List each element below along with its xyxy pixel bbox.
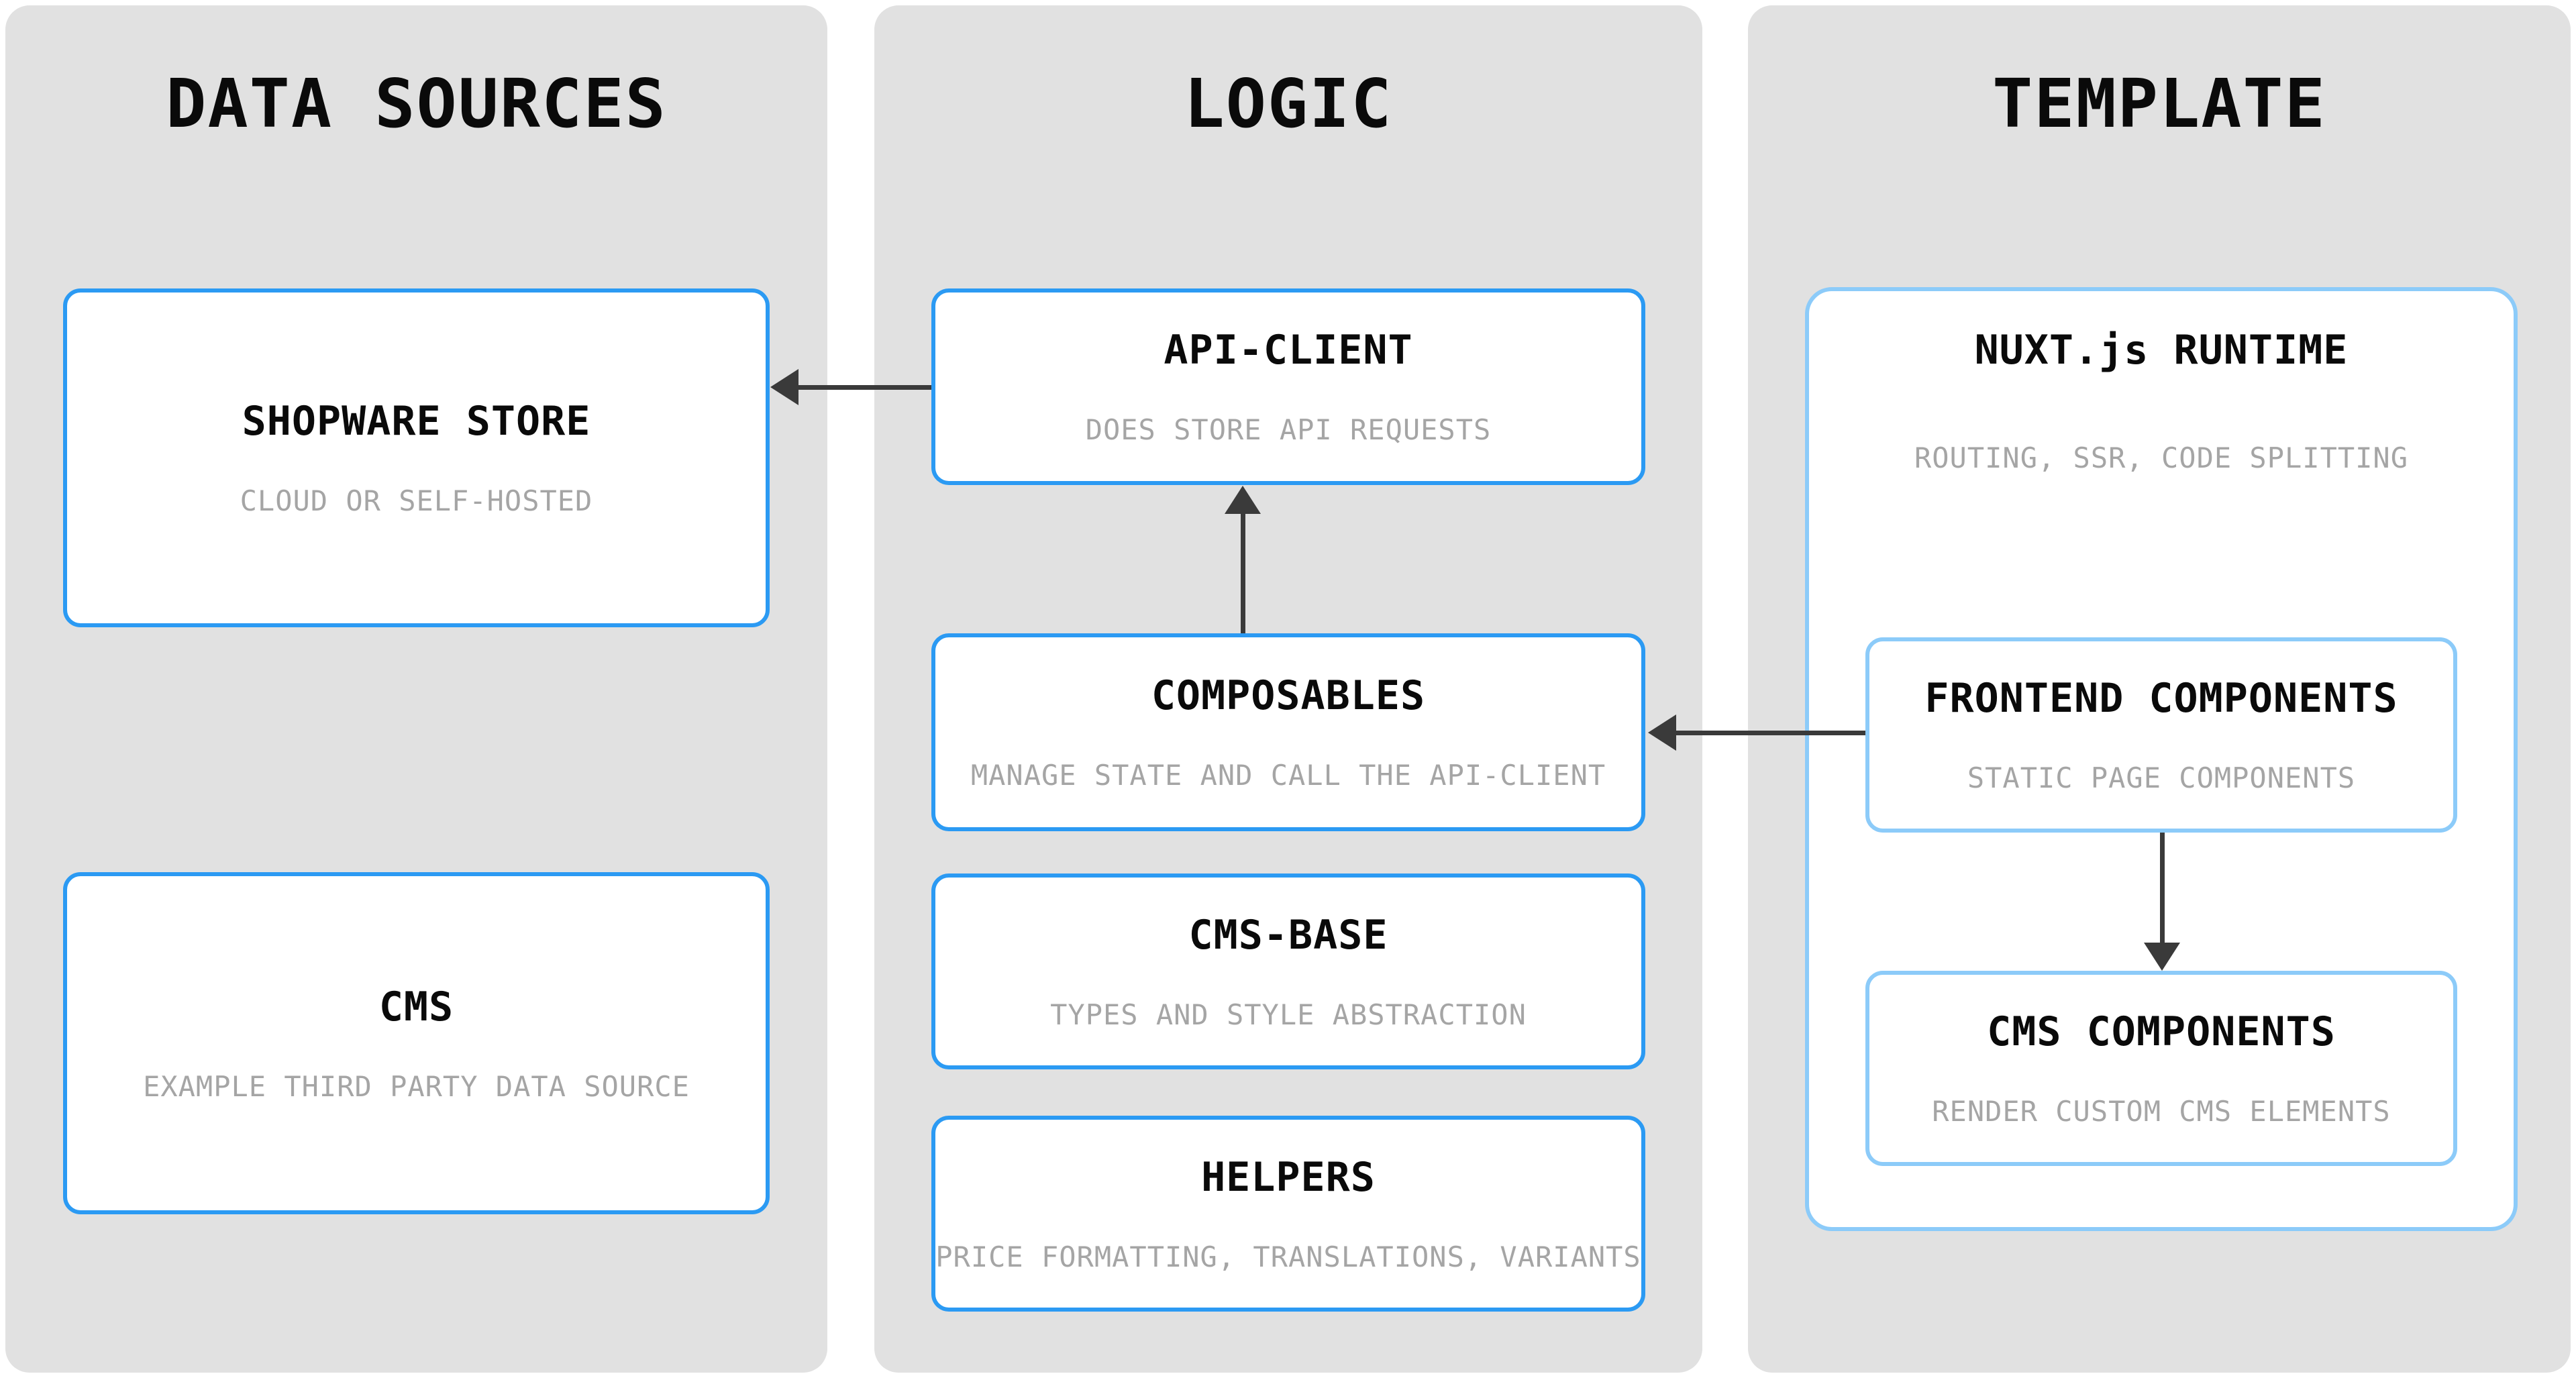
box-helpers: HELPERS PRICE FORMATTING, TRANSLATIONS, … — [931, 1116, 1645, 1312]
box-composables-subtitle: MANAGE STATE AND CALL THE API-CLIENT — [970, 759, 1606, 792]
arrowhead-left-icon — [1648, 714, 1676, 751]
box-frontend-components: FRONTEND COMPONENTS STATIC PAGE COMPONEN… — [1865, 637, 2457, 833]
box-shopware-store: SHOPWARE STORE CLOUD OR SELF-HOSTED — [63, 288, 770, 627]
box-cms-base-subtitle: TYPES AND STYLE ABSTRACTION — [1050, 998, 1527, 1031]
box-cms-components-title: CMS COMPONENTS — [1987, 1008, 2336, 1056]
column-title-logic: LOGIC — [1184, 64, 1393, 143]
box-frontend-components-title: FRONTEND COMPONENTS — [1924, 675, 2398, 723]
box-helpers-title: HELPERS — [1201, 1153, 1376, 1201]
box-cms: CMS EXAMPLE THIRD PARTY DATA SOURCE — [63, 872, 770, 1214]
arrowhead-left-icon — [770, 369, 798, 405]
box-nuxt-runtime-subtitle: ROUTING, SSR, CODE SPLITTING — [1914, 441, 2408, 474]
box-cms-components-subtitle: RENDER CUSTOM CMS ELEMENTS — [1932, 1095, 2391, 1128]
box-api-client-subtitle: DOES STORE API REQUESTS — [1085, 413, 1492, 447]
box-frontend-components-subtitle: STATIC PAGE COMPONENTS — [1967, 761, 2356, 795]
box-cms-base-title: CMS-BASE — [1188, 911, 1388, 959]
box-cms-components: CMS COMPONENTS RENDER CUSTOM CMS ELEMENT… — [1865, 971, 2457, 1166]
box-shopware-store-title: SHOPWARE STORE — [242, 398, 591, 445]
arrow-line — [2160, 833, 2165, 944]
box-composables-title: COMPOSABLES — [1151, 672, 1426, 720]
arrow-line — [1241, 511, 1245, 633]
arrowhead-up-icon — [1225, 486, 1261, 514]
box-api-client-title: API-CLIENT — [1164, 327, 1413, 374]
box-shopware-store-subtitle: CLOUD OR SELF-HOSTED — [240, 484, 593, 518]
box-cms-subtitle: EXAMPLE THIRD PARTY DATA SOURCE — [143, 1069, 690, 1103]
box-helpers-subtitle: PRICE FORMATTING, TRANSLATIONS, VARIANTS — [935, 1240, 1641, 1273]
box-nuxt-runtime-title: NUXT.js RUNTIME — [1974, 327, 2349, 374]
column-title-template: TEMPLATE — [1992, 64, 2326, 143]
arrow-line — [1673, 731, 1865, 735]
arrow-line — [796, 385, 931, 390]
box-api-client: API-CLIENT DOES STORE API REQUESTS — [931, 288, 1645, 485]
box-cms-base: CMS-BASE TYPES AND STYLE ABSTRACTION — [931, 873, 1645, 1069]
box-composables: COMPOSABLES MANAGE STATE AND CALL THE AP… — [931, 633, 1645, 831]
arrowhead-down-icon — [2144, 943, 2180, 971]
box-cms-title: CMS — [378, 983, 454, 1030]
column-title-data-sources: DATA SOURCES — [166, 64, 667, 143]
